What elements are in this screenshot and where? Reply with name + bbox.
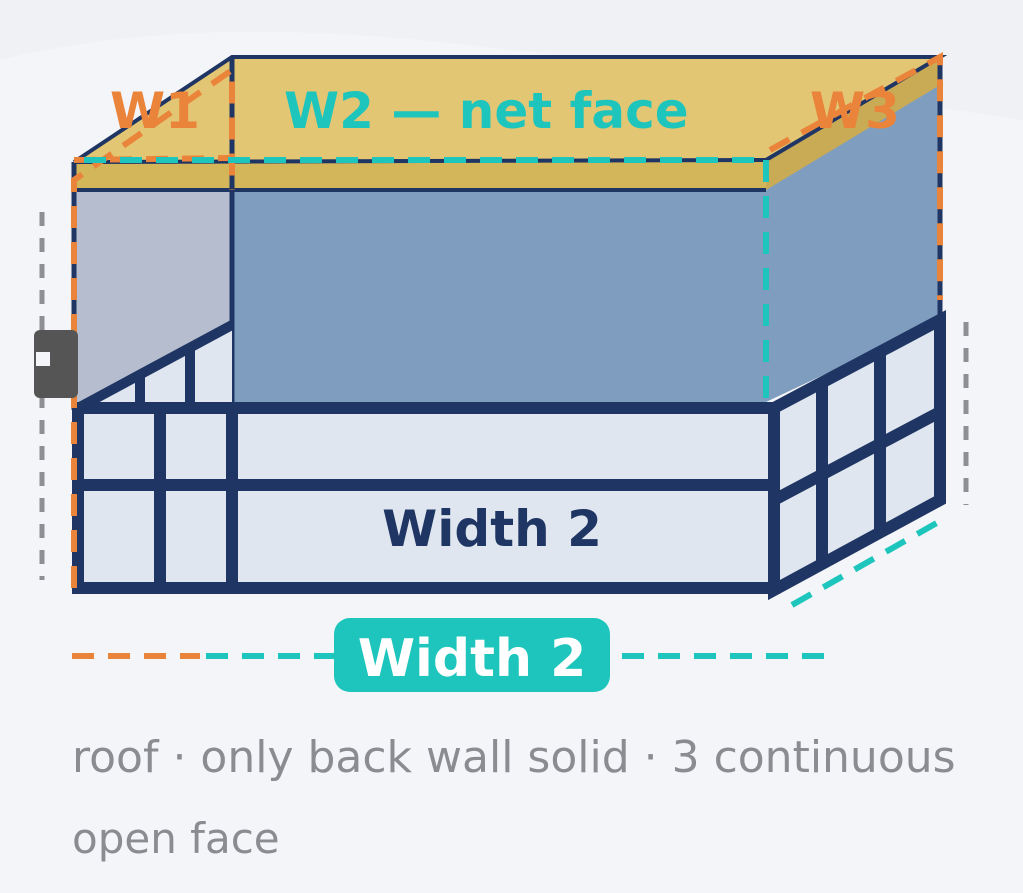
left-railing-frame (75, 320, 235, 413)
label-w3: W3 (810, 82, 900, 140)
width-pill (334, 618, 610, 692)
label-w2-net-face: W2 — net face (284, 82, 689, 140)
teal-dashed-net-face (84, 157, 944, 608)
right-railing-frame (768, 310, 946, 601)
orange-dashed-outline (71, 51, 943, 588)
caption-line-2: open face (72, 814, 280, 863)
roof-front-band (74, 160, 766, 190)
width-pill-label: Width 2 (358, 629, 587, 689)
label-center-width: Width 2 (382, 500, 602, 558)
caption-line-1: roof · only back wall solid · 3 continuo… (72, 732, 956, 783)
back-wall (232, 190, 766, 402)
label-w1: W1 (110, 82, 200, 140)
roof-right-band (766, 57, 940, 190)
front-glass (78, 408, 774, 588)
gray-marker-notch (36, 352, 50, 366)
gray-marker (34, 330, 78, 398)
roof (74, 57, 940, 162)
background-smudge (0, 0, 1023, 120)
